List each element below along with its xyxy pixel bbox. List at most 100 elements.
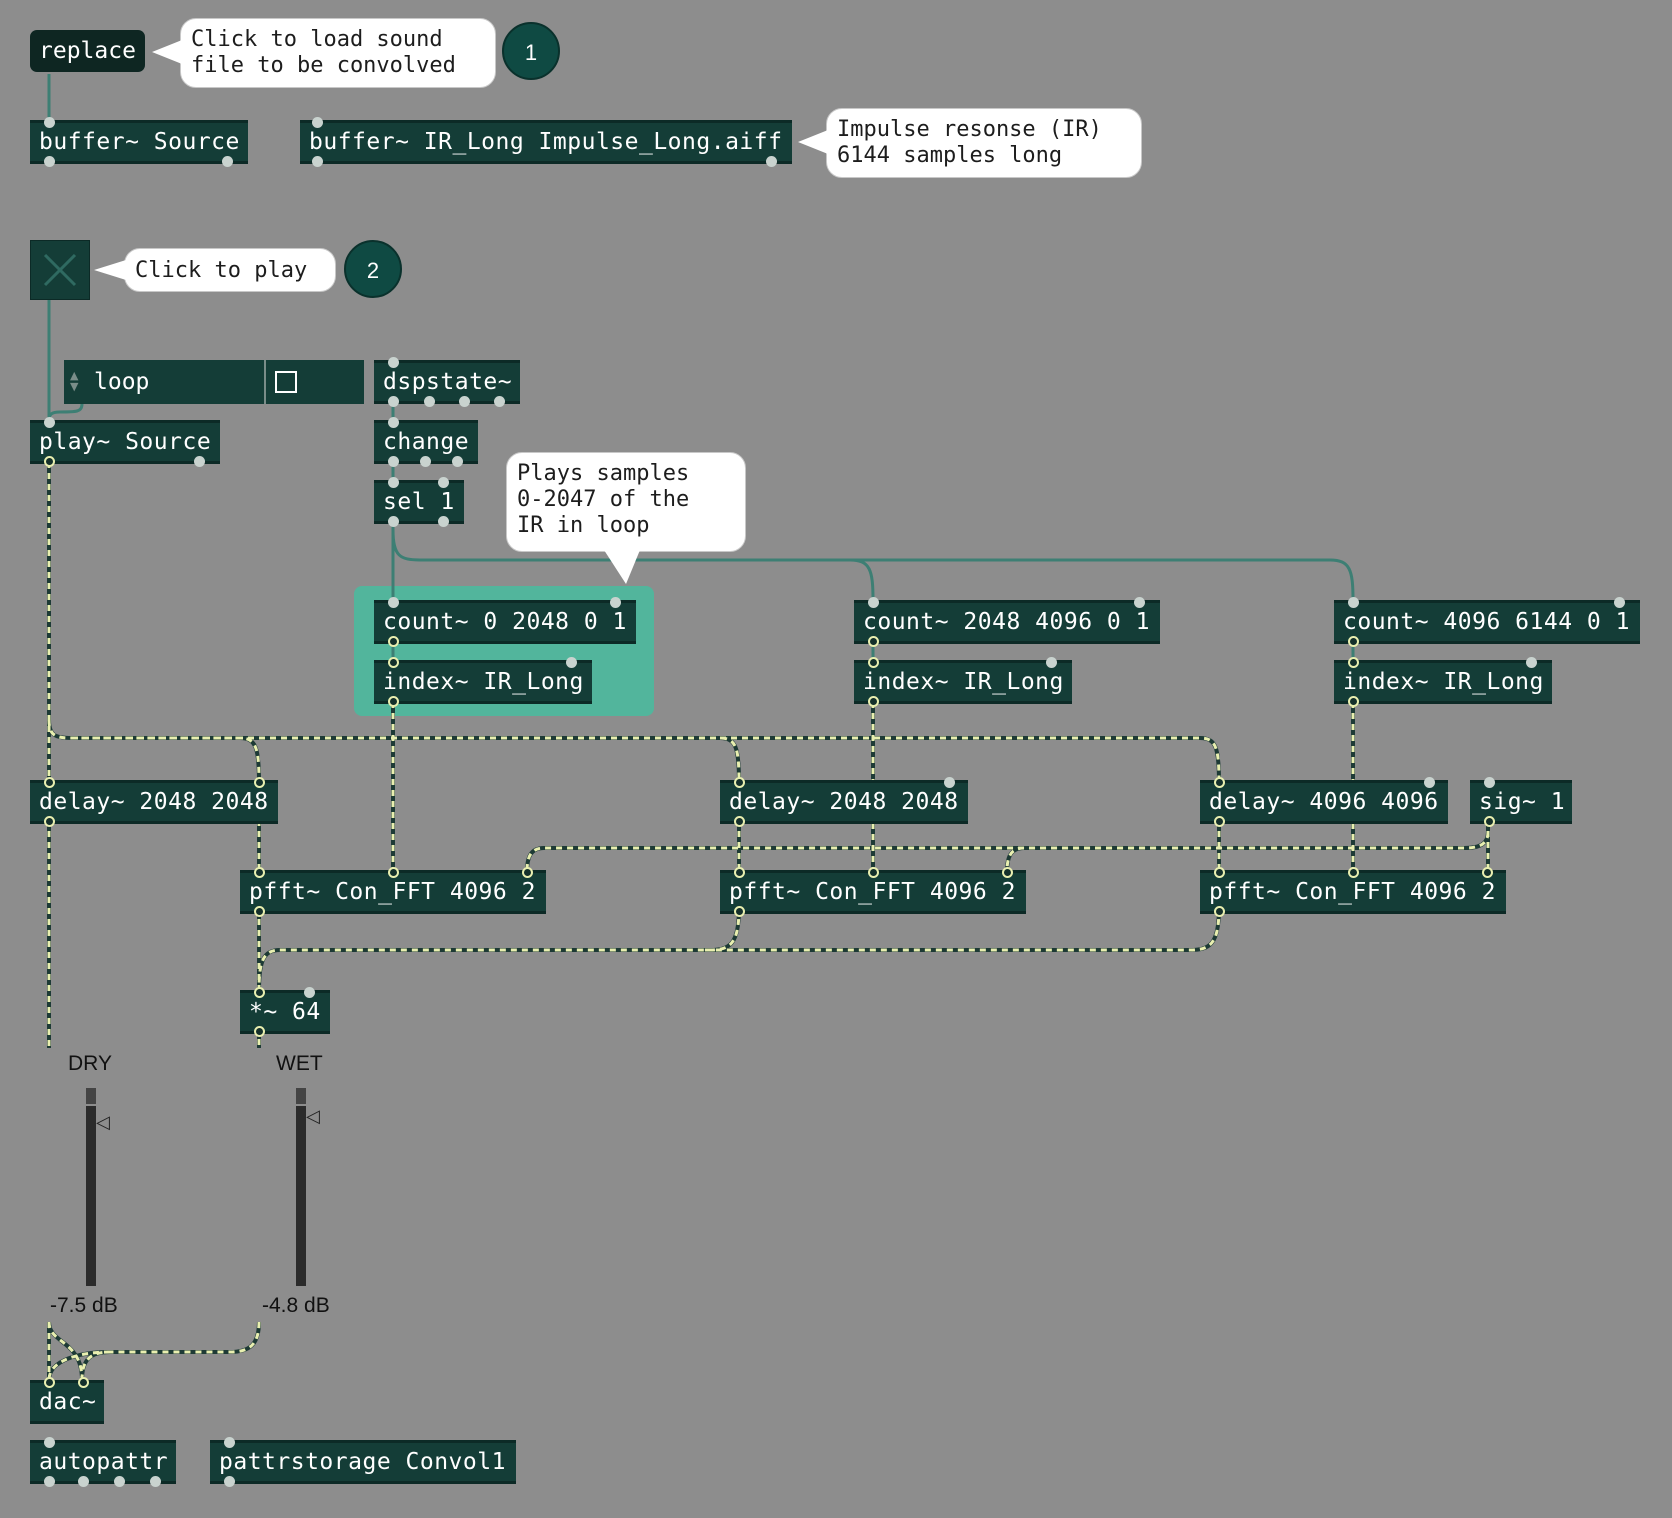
outlet[interactable] [494,396,505,407]
loop-menu[interactable]: ▲▼ loop [64,360,264,404]
inlet[interactable] [254,867,265,878]
outlet[interactable] [150,1476,161,1487]
inlet[interactable] [1046,657,1057,668]
dspstate-object[interactable]: dspstate~ [374,357,520,407]
inlet[interactable] [944,777,955,788]
outlet[interactable] [44,1476,55,1487]
inlet[interactable] [388,657,399,668]
signal-outlet[interactable] [254,906,265,917]
signal-outlet[interactable] [1214,816,1225,827]
inlet[interactable] [438,477,449,488]
outlet[interactable] [44,156,55,167]
outlet[interactable] [78,1476,89,1487]
buffer-ir-object[interactable]: buffer~ IR_Long Impulse_Long.aiff [300,117,792,167]
inlet[interactable] [1348,867,1359,878]
inlet[interactable] [1424,777,1435,788]
play-source-object[interactable]: play~ Source [30,417,220,467]
inlet[interactable] [566,657,577,668]
index-object-2[interactable]: index~ IR_Long [854,657,1072,707]
inlet[interactable] [44,1377,55,1388]
sig-object[interactable]: sig~ 1 [1470,777,1572,827]
inlet[interactable] [868,867,879,878]
replace-message[interactable]: replace [30,30,145,72]
inlet[interactable] [734,777,745,788]
inlet[interactable] [1614,597,1625,608]
outlet[interactable] [114,1476,125,1487]
inlet[interactable] [1134,597,1145,608]
outlet[interactable] [194,456,205,467]
inlet[interactable] [522,867,533,878]
delay-object-2[interactable]: delay~ 2048 2048 [720,777,968,827]
outlet[interactable] [420,456,431,467]
signal-outlet[interactable] [734,906,745,917]
outlet[interactable] [452,456,463,467]
inlet[interactable] [868,597,879,608]
inlet[interactable] [1348,657,1359,668]
inlet[interactable] [224,1437,235,1448]
inlet[interactable] [44,417,55,428]
outlet[interactable] [766,156,777,167]
outlet[interactable] [224,1476,235,1487]
delay-object-3[interactable]: delay~ 4096 4096 [1200,777,1448,827]
pfft-object-2[interactable]: pfft~ Con_FFT 4096 2 [720,867,1026,917]
inlet[interactable] [254,777,265,788]
signal-outlet[interactable] [868,696,879,707]
autopattr-object[interactable]: autopattr [30,1437,176,1487]
inlet[interactable] [312,117,323,128]
fader-knob[interactable] [86,1086,96,1106]
signal-outlet[interactable] [388,696,399,707]
outlet[interactable] [222,156,233,167]
inlet[interactable] [1002,867,1013,878]
index-object-3[interactable]: index~ IR_Long [1334,657,1552,707]
inlet[interactable] [44,117,55,128]
wet-gain-fader[interactable] [296,1086,306,1286]
multiply-object[interactable]: *~ 64 [240,987,330,1037]
change-object[interactable]: change [374,417,478,467]
inlet[interactable] [1214,867,1225,878]
dac-object[interactable]: dac~ [30,1377,104,1424]
fader-knob[interactable] [296,1086,306,1106]
inlet[interactable] [388,477,399,488]
outlet[interactable] [438,516,449,527]
loop-checkbox-button[interactable] [264,360,364,404]
inlet[interactable] [610,597,621,608]
signal-outlet[interactable] [44,816,55,827]
count-object-3[interactable]: count~ 4096 6144 0 1 [1334,597,1640,647]
delay-object-1[interactable]: delay~ 2048 2048 [30,777,278,827]
signal-outlet[interactable] [1348,696,1359,707]
pfft-object-3[interactable]: pfft~ Con_FFT 4096 2 [1200,867,1506,917]
inlet[interactable] [304,987,315,998]
signal-outlet[interactable] [1214,906,1225,917]
inlet[interactable] [1482,867,1493,878]
count-object-2[interactable]: count~ 2048 4096 0 1 [854,597,1160,647]
outlet[interactable] [388,396,399,407]
inlet[interactable] [78,1377,89,1388]
outlet[interactable] [459,396,470,407]
inlet[interactable] [388,597,399,608]
pattrstorage-object[interactable]: pattrstorage Convol1 [210,1437,516,1487]
inlet[interactable] [254,987,265,998]
index-object-1[interactable]: index~ IR_Long [374,657,592,707]
inlet[interactable] [44,1437,55,1448]
buffer-source-object[interactable]: buffer~ Source [30,117,248,167]
pfft-object-1[interactable]: pfft~ Con_FFT 4096 2 [240,867,546,917]
outlet[interactable] [424,396,435,407]
sel-object[interactable]: sel 1 [374,477,464,527]
signal-outlet[interactable] [254,1026,265,1037]
outlet[interactable] [388,516,399,527]
outlet[interactable] [388,456,399,467]
signal-outlet[interactable] [1348,636,1359,647]
inlet[interactable] [388,357,399,368]
inlet[interactable] [868,657,879,668]
inlet[interactable] [734,867,745,878]
inlet[interactable] [1526,657,1537,668]
inlet[interactable] [1484,777,1495,788]
play-toggle[interactable] [30,240,90,300]
signal-outlet[interactable] [388,636,399,647]
signal-outlet[interactable] [1484,816,1495,827]
signal-outlet[interactable] [734,816,745,827]
signal-outlet[interactable] [44,456,55,467]
inlet[interactable] [1214,777,1225,788]
count-object-1[interactable]: count~ 0 2048 0 1 [374,597,636,647]
inlet[interactable] [388,417,399,428]
